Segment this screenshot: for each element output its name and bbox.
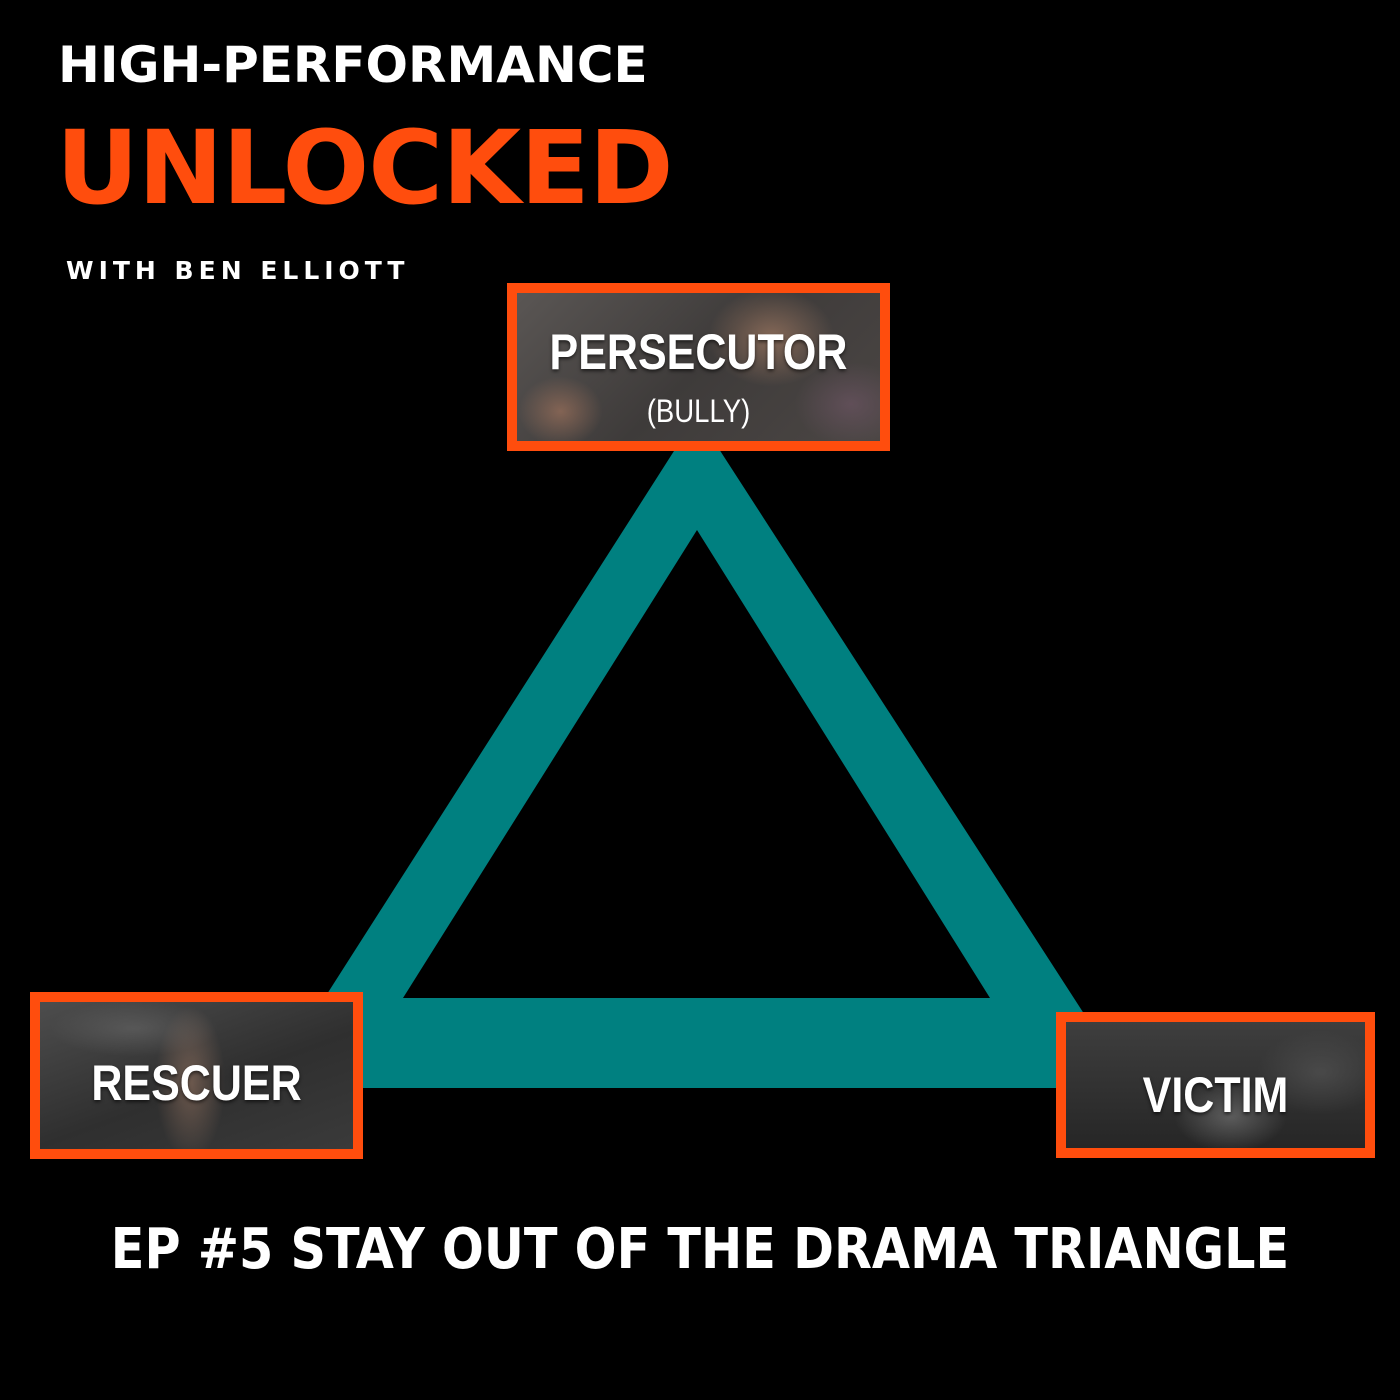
podcast-host: WITH BEN ELLIOTT — [66, 256, 410, 285]
rescuer-box: RESCUER — [30, 992, 363, 1159]
persecutor-photo — [517, 293, 880, 441]
episode-title: EP #5 STAY OUT OF THE DRAMA TRIANGLE — [110, 1217, 1290, 1282]
victim-label: VICTIM — [1142, 1067, 1289, 1123]
persecutor-label: PERSECUTOR — [549, 324, 848, 380]
victim-box: VICTIM — [1056, 1012, 1375, 1158]
triangle-outline — [267, 415, 1132, 1088]
victim-photo — [1066, 1022, 1365, 1148]
rescuer-photo — [40, 1002, 353, 1149]
rescuer-label: RESCUER — [91, 1055, 302, 1111]
persecutor-box: PERSECUTOR (BULLY) — [507, 283, 890, 451]
podcast-title-line1: HIGH-PERFORMANCE — [58, 36, 648, 94]
podcast-title-line2: UNLOCKED — [56, 109, 674, 228]
persecutor-sublabel: (BULLY) — [646, 393, 751, 429]
